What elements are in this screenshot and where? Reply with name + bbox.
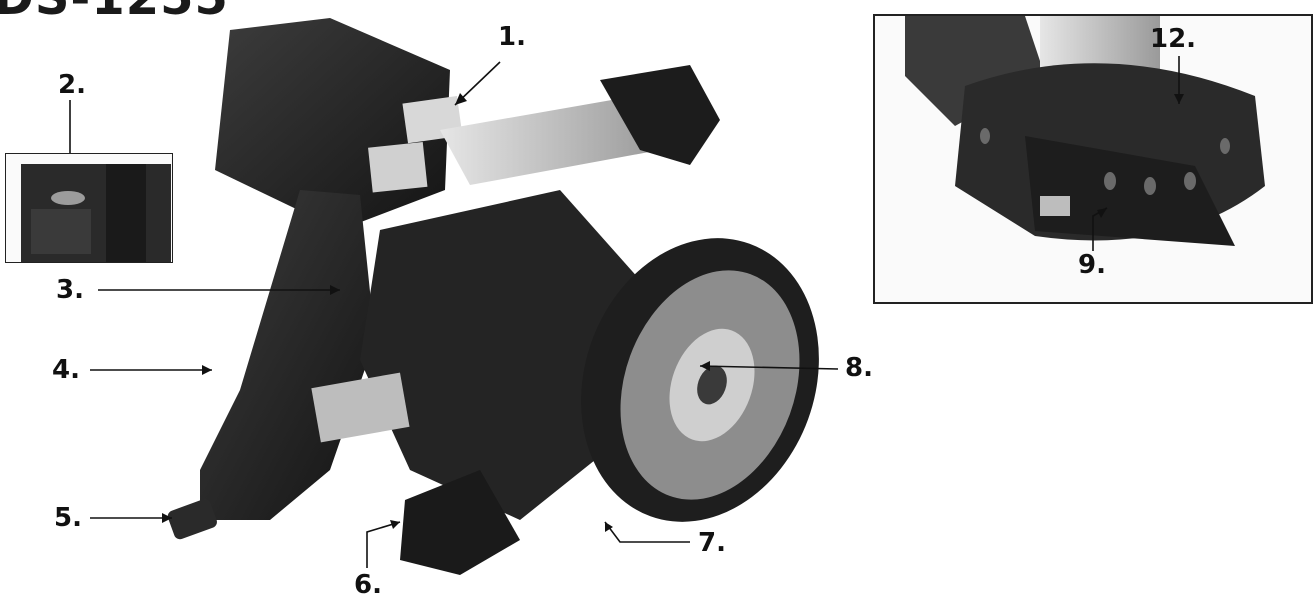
callout-12: 12. [1150, 24, 1197, 54]
callout-1: 1. [498, 22, 526, 52]
metal-bracket [311, 372, 410, 443]
callout-3: 3. [56, 275, 84, 305]
leader-line-7 [604, 521, 690, 543]
inset-detail-switch [5, 153, 173, 263]
callout-5: 5. [54, 503, 82, 533]
arrow-1 [455, 93, 467, 105]
leader-line-6 [366, 521, 401, 568]
top-handle-end [600, 65, 720, 165]
leader-line-8 [699, 365, 839, 370]
arrow-7 [605, 522, 613, 532]
handle-end-cap [167, 499, 217, 540]
arrow-4 [202, 365, 212, 375]
callout-9: 9. [1078, 250, 1106, 280]
arrow-6 [390, 520, 400, 529]
top-handle-bar [440, 95, 660, 185]
callout-4: 4. [52, 355, 80, 385]
callout-8: 8. [845, 353, 873, 383]
callout-6: 6. [354, 570, 382, 600]
label-plate-2 [368, 141, 428, 193]
callout-2: 2. [58, 70, 86, 100]
side-handle [200, 190, 375, 520]
dust-port [400, 470, 520, 575]
inset-brush-illustration [905, 16, 1265, 251]
inset-detail-brush [873, 14, 1313, 304]
callout-7: 7. [698, 528, 726, 558]
arrow-8 [700, 361, 710, 371]
model-title: DS-1255 [0, 0, 229, 26]
arrow-5 [162, 513, 172, 523]
central-body [360, 190, 640, 520]
disc-hub [697, 365, 727, 405]
arrow-3 [330, 285, 340, 295]
inset-switch-illustration [21, 164, 171, 262]
